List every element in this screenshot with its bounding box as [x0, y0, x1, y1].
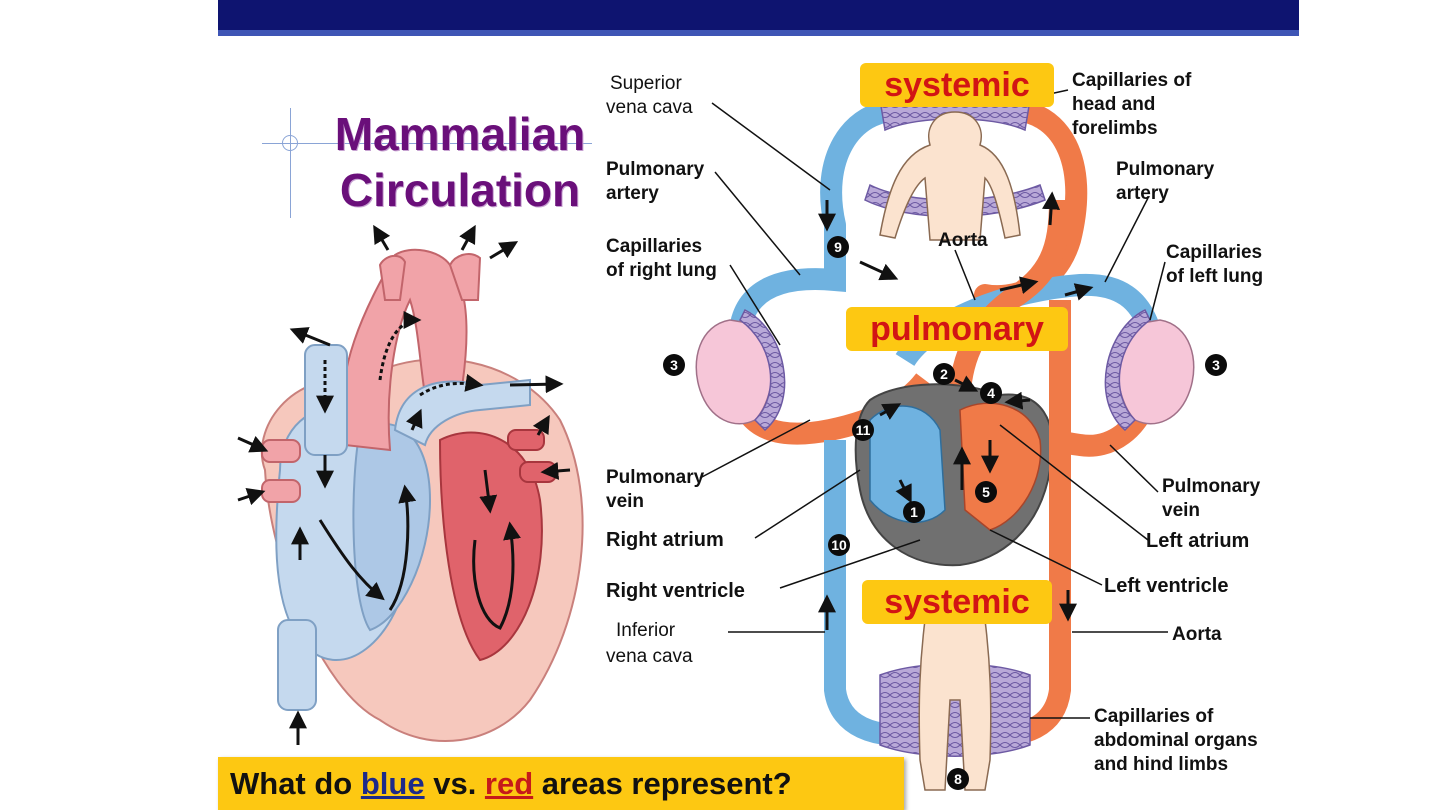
label-pulmonary-artery: artery [1116, 183, 1169, 204]
circuit-flow-arrows [818, 191, 1094, 630]
label-right-ventricle: Right ventricle [606, 580, 745, 602]
label-capillaries-right-lung: Capillaries [606, 236, 702, 257]
label-left-ventricle: Left ventricle [1104, 575, 1228, 597]
label-pulmonary-vein: Pulmonary [1162, 476, 1261, 497]
svg-text:2: 2 [940, 366, 948, 382]
inferior-vena-cava-shape [277, 619, 317, 711]
pulmonary-vein-shape [261, 479, 301, 503]
step-marker: 5 [975, 481, 997, 503]
label-pulmonary-artery: Pulmonary [1116, 159, 1215, 180]
title-decoration-circle [282, 135, 298, 151]
title-line: Mammalian [334, 108, 586, 160]
circulation-schematic: 9 3 3 2 4 11 5 1 10 8 [606, 70, 1263, 791]
label-superior-vena-cava: Superior [610, 73, 682, 94]
right-pulmonary-artery [729, 225, 846, 333]
svg-text:8: 8 [954, 771, 962, 787]
pulmonary-artery-shape [393, 378, 531, 447]
label-aorta: Aorta [938, 230, 988, 251]
svg-text:9: 9 [834, 239, 842, 255]
step-marker: 4 [980, 382, 1002, 404]
svg-text:10: 10 [831, 537, 847, 553]
label-pulmonary-vein: vein [1162, 500, 1200, 521]
label-capillaries-head: forelimbs [1072, 118, 1158, 139]
label-capillaries-left-lung: of left lung [1166, 266, 1263, 287]
step-marker: 3 [663, 354, 685, 376]
label-pulmonary-vein: vein [606, 491, 644, 512]
svg-text:3: 3 [1212, 357, 1220, 373]
pulmonary-vein-shape [261, 439, 301, 463]
question-text: areas represent? [533, 766, 792, 801]
label-inferior-vena-cava: vena cava [606, 646, 693, 667]
label-right-atrium: Right atrium [606, 529, 724, 551]
svg-text:5: 5 [982, 484, 990, 500]
question-red-word: red [484, 766, 534, 801]
svg-text:1: 1 [910, 504, 918, 520]
aorta-branch [378, 254, 407, 301]
upper-body-figure [879, 111, 1021, 241]
question-banner: What do blue vs. red areas represent? [218, 757, 904, 810]
title-decoration-line [290, 108, 291, 218]
label-capillaries-abdominal: abdominal organs [1094, 730, 1258, 751]
lower-body-figure [918, 619, 992, 791]
svg-text:11: 11 [856, 422, 871, 438]
svg-text:4: 4 [987, 385, 995, 401]
label-aorta: Aorta [1172, 624, 1222, 645]
step-marker: 3 [1205, 354, 1227, 376]
right-lung-capillaries [739, 308, 786, 432]
step-marker: 11 [852, 419, 874, 441]
label-capillaries-head: Capillaries of [1072, 70, 1192, 91]
label-leader-lines [699, 89, 1168, 719]
question-text: vs. [424, 766, 485, 801]
aorta-branch [448, 253, 482, 301]
label-pulmonary-artery: artery [606, 183, 659, 204]
question-blue-word: blue [360, 766, 425, 801]
heart-illustration [237, 224, 584, 745]
slide-title: Mammalian Circulation [300, 106, 620, 218]
label-left-atrium: Left atrium [1146, 530, 1249, 552]
label-inferior-vena-cava: Inferior [616, 620, 676, 641]
label-capillaries-head: head and [1072, 94, 1155, 115]
label-pulmonary-artery: Pulmonary [606, 159, 705, 180]
svg-text:3: 3 [670, 357, 678, 373]
label-capillaries-abdominal: and hind limbs [1094, 754, 1228, 775]
step-marker: 9 [827, 236, 849, 258]
label-superior-vena-cava: vena cava [606, 97, 693, 118]
question-text: What do [230, 766, 361, 801]
step-marker: 8 [947, 768, 969, 790]
label-capillaries-left-lung: Capillaries [1166, 242, 1262, 263]
title-line: Circulation [339, 164, 581, 216]
step-marker: 10 [828, 534, 850, 556]
heart-flow-arrows [237, 224, 571, 745]
step-marker: 1 [903, 501, 925, 523]
label-capillaries-right-lung: of right lung [606, 260, 717, 281]
title-decoration-line [262, 143, 592, 144]
label-pulmonary-vein: Pulmonary [606, 467, 705, 488]
systemic-tag-top: systemic [860, 63, 1054, 107]
label-capillaries-abdominal: Capillaries of [1094, 706, 1214, 727]
systemic-tag-bottom: systemic [862, 580, 1052, 624]
header-bar [218, 0, 1299, 36]
step-marker: 2 [933, 363, 955, 385]
pulmonary-tag: pulmonary [846, 307, 1068, 351]
left-lung-capillaries [1104, 308, 1151, 432]
pulmonary-vein-shape [507, 429, 545, 451]
